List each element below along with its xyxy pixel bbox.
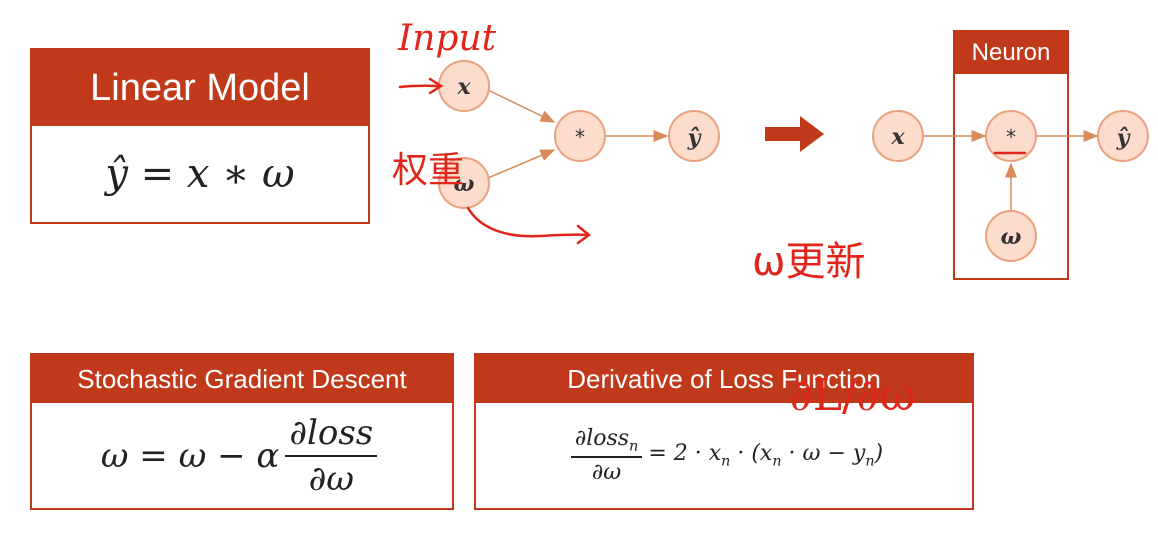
sgd-fraction: ∂loss ∂ω (285, 413, 378, 499)
edge-x-to-mul (487, 89, 556, 123)
handwritten-input: Input (397, 18, 497, 59)
node-w-label: ω (454, 171, 475, 197)
sgd-title: Stochastic Gradient Descent (32, 355, 452, 403)
edge-w-to-mul (487, 149, 556, 179)
node-x-label: x (456, 74, 471, 100)
node-yhat-label: ŷ (687, 125, 703, 151)
sgd-frac-num: ∂loss (285, 413, 378, 457)
neuron-node-yhat: ŷ (1097, 110, 1149, 162)
neuron-node-w-label: ω (1001, 224, 1022, 250)
deriv-frac-den: ∂ω (591, 460, 622, 486)
formula-lhs: ŷ (105, 151, 128, 197)
sgd-frac-den: ∂ω (308, 458, 354, 499)
deriv-num-base: ∂loss (574, 425, 630, 451)
deriv-num-sub: n (629, 438, 639, 455)
derivative-formula: ∂lossn ∂ω = 2 · xn · (xn · ω − yn) (476, 403, 972, 508)
handwritten-weight: 权重 (392, 150, 464, 191)
derivative-title: Derivative of Loss Function (476, 355, 972, 403)
sgd-formula-lhs: ω = ω − α (100, 435, 280, 476)
derivative-card: Derivative of Loss Function ∂lossn ∂ω = … (474, 353, 974, 510)
deriv-rhs-d: ) (874, 441, 884, 467)
handwritten-annotations (398, 77, 1027, 245)
linear-model-title: Linear Model (32, 50, 368, 126)
neuron-title: Neuron (955, 32, 1067, 74)
handwritten-w-update: ω更新 (752, 239, 866, 285)
derivative-fraction: ∂lossn ∂ω (570, 425, 643, 486)
deriv-rhs-sub3: n (865, 453, 875, 470)
deriv-rhs-c: · ω − y (781, 441, 866, 467)
deriv-rhs-a: = 2 · x (648, 441, 722, 467)
input-arrow-icon (398, 77, 444, 95)
neuron-node-w: ω (985, 210, 1037, 262)
neuron-box: Neuron (953, 30, 1069, 280)
node-yhat: ŷ (668, 110, 720, 162)
node-w: ω (438, 157, 490, 209)
deriv-rhs: = 2 · xn · (xn · ω − yn) (648, 441, 883, 469)
neuron-node-yhat-label: ŷ (1116, 125, 1132, 151)
node-mul: * (554, 110, 606, 162)
transform-arrow-icon (765, 116, 824, 152)
sgd-card: Stochastic Gradient Descent ω = ω − α ∂l… (30, 353, 454, 510)
neuron-node-mul-label: * (1006, 125, 1016, 149)
deriv-rhs-sub1: n (721, 453, 731, 470)
formula-rhs: = x ∗ ω (140, 151, 295, 197)
linear-model-card: Linear Model ŷ = x ∗ ω (30, 48, 370, 224)
sgd-formula: ω = ω − α ∂loss ∂ω (32, 403, 452, 508)
neuron-node-mul: * (985, 110, 1037, 162)
deriv-rhs-sub2: n (772, 453, 782, 470)
neuron-node-x-label: x (890, 124, 905, 150)
node-x: x (438, 60, 490, 112)
weight-update-arrow-icon (466, 206, 592, 245)
deriv-rhs-b: · (x (730, 441, 773, 467)
node-mul-label: * (575, 125, 585, 149)
linear-model-formula: ŷ = x ∗ ω (32, 126, 368, 222)
neuron-node-x: x (872, 110, 924, 162)
handwritten-partial: ∂L/∂ω (790, 370, 915, 421)
